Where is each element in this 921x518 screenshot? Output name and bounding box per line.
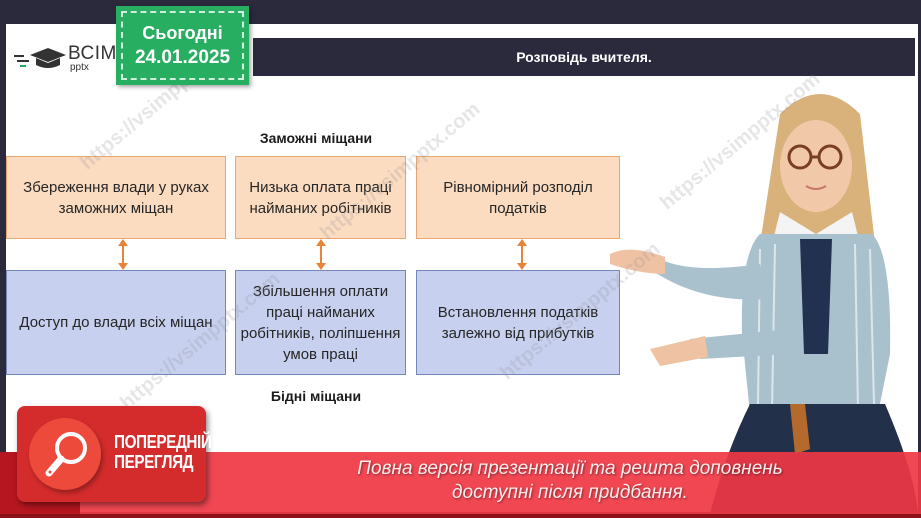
box-wealthy-3: Рівномірний розподіл податків — [416, 156, 620, 239]
box-wealthy-1: Збереження влади у руках заможних міщан — [6, 156, 226, 239]
slide-title-bar: Розповідь вчителя. — [253, 38, 915, 76]
date-value: 24.01.2025 — [134, 46, 231, 68]
teacher-illustration — [610, 94, 918, 512]
preview-label: ПОПЕРЕДНІЙ ПЕРЕГЛЯД — [114, 432, 212, 472]
vsim-logo: ВСІМ pptx — [14, 40, 124, 76]
preview-banner — [0, 452, 921, 518]
box-poor-2: Збільшення оплати праці найманих робітни… — [235, 270, 406, 375]
double-arrow-icon — [517, 239, 527, 270]
logo-text: ВСІМ — [68, 42, 117, 64]
date-label: Сьогодні — [142, 22, 223, 43]
slide-canvas: ВСІМ pptx Розповідь вчителя. Заможні міщ… — [6, 24, 918, 512]
box-poor-1: Доступ до влади всіх міщан — [6, 270, 226, 375]
box-poor-3: Встановлення податків залежно від прибут… — [416, 270, 620, 375]
heading-poor-citizens: Бідні міщани — [270, 388, 362, 404]
preview-badge[interactable]: ПОПЕРЕДНІЙ ПЕРЕГЛЯД — [17, 406, 212, 502]
double-arrow-icon — [118, 239, 128, 270]
date-badge: Сьогодні 24.01.2025 — [116, 6, 249, 85]
box-wealthy-2: Низька оплата праці найманих робітників — [235, 156, 406, 239]
logo-subtext: pptx — [70, 61, 89, 73]
magnifier-icon — [29, 418, 101, 490]
slide-title: Розповідь вчителя. — [516, 49, 652, 65]
double-arrow-icon — [316, 239, 326, 270]
purchase-message: Повна версія презентації та решта доповн… — [357, 458, 783, 503]
graduation-cap-icon — [14, 48, 66, 68]
heading-wealthy-citizens: Заможні міщани — [259, 130, 373, 146]
